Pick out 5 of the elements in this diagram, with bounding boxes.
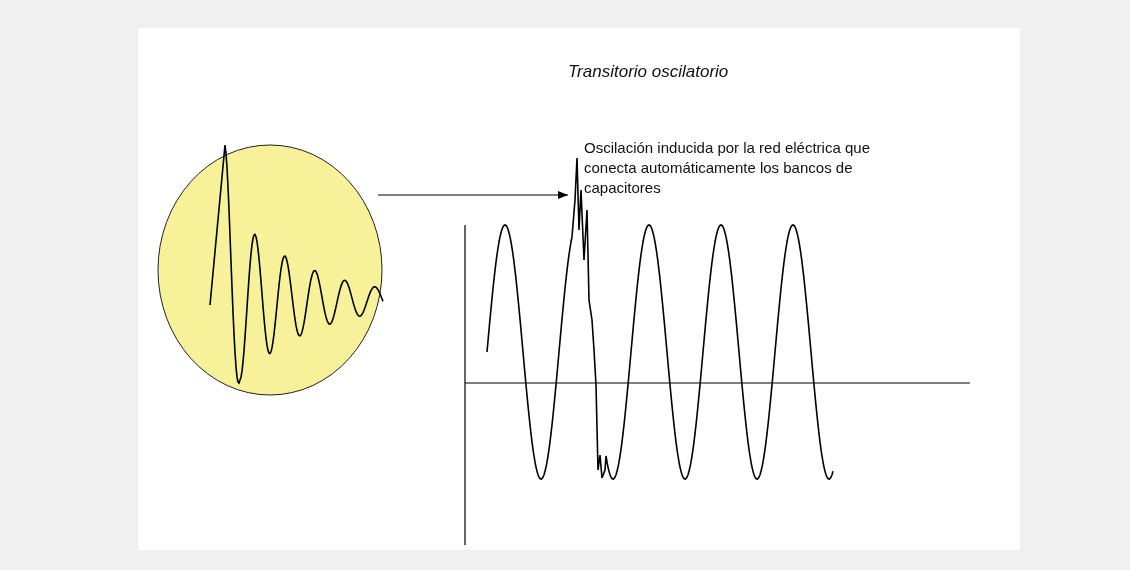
magnified-waveform-drawing bbox=[157, 144, 384, 396]
arrow bbox=[377, 191, 569, 199]
diagram-title: Transitorio oscilatorio bbox=[568, 62, 729, 82]
waveform-drawing bbox=[464, 157, 971, 546]
annotation-text: Oscilación inducida por la red eléctrica que conecta automáticamente los bancos de capacitores bbox=[584, 138, 871, 198]
